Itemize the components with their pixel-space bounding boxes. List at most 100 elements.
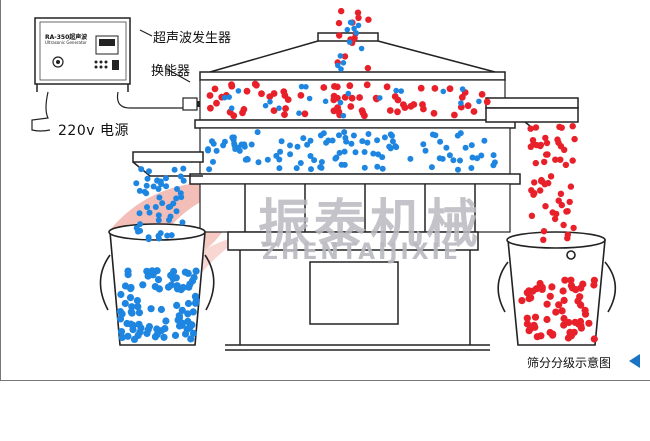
particle bbox=[393, 87, 400, 94]
particle bbox=[468, 142, 475, 149]
particle bbox=[540, 236, 547, 243]
particle bbox=[562, 161, 570, 169]
particle bbox=[383, 83, 391, 91]
particle bbox=[308, 166, 314, 173]
particle bbox=[244, 155, 251, 162]
particle bbox=[254, 129, 261, 136]
particle bbox=[529, 137, 537, 144]
particle bbox=[209, 138, 215, 145]
particle bbox=[205, 146, 211, 153]
particle bbox=[296, 110, 302, 116]
particle bbox=[347, 103, 355, 110]
particle bbox=[180, 165, 187, 172]
particle bbox=[330, 92, 338, 100]
particle bbox=[185, 283, 193, 291]
particle bbox=[561, 276, 569, 284]
particle bbox=[407, 155, 414, 162]
particle bbox=[178, 306, 186, 314]
particle bbox=[553, 210, 560, 218]
particle bbox=[239, 109, 246, 117]
particle bbox=[336, 132, 342, 139]
particle bbox=[458, 100, 464, 106]
particle bbox=[518, 297, 526, 305]
particle bbox=[264, 156, 271, 163]
particle bbox=[235, 88, 242, 94]
particle bbox=[177, 286, 185, 294]
generator-subtitle: Ultrasonic Generator bbox=[45, 40, 87, 45]
particle bbox=[451, 111, 458, 119]
particle bbox=[171, 331, 180, 339]
particle bbox=[381, 134, 388, 141]
particle bbox=[377, 95, 383, 101]
particle bbox=[221, 94, 228, 101]
particle bbox=[398, 88, 405, 94]
particle bbox=[446, 85, 454, 93]
particle bbox=[336, 32, 343, 39]
particle bbox=[322, 98, 329, 105]
particle bbox=[348, 94, 356, 102]
particle bbox=[560, 296, 568, 304]
particle bbox=[173, 195, 180, 202]
particle bbox=[155, 186, 162, 192]
particle bbox=[118, 333, 126, 341]
lower-screen-deck bbox=[189, 173, 521, 233]
ultrasonic-generator bbox=[34, 17, 131, 92]
particle bbox=[420, 141, 427, 148]
particle bbox=[348, 140, 355, 147]
particle bbox=[430, 109, 438, 117]
particle bbox=[417, 84, 425, 92]
wires bbox=[31, 29, 191, 132]
particle bbox=[128, 303, 136, 311]
particle bbox=[481, 137, 488, 144]
particle bbox=[144, 326, 152, 334]
particle bbox=[143, 182, 150, 189]
particle bbox=[365, 16, 372, 23]
generator-label: 超声波发生器 bbox=[153, 31, 232, 46]
particle bbox=[116, 308, 124, 316]
particle bbox=[555, 301, 563, 309]
particle bbox=[137, 227, 144, 234]
particle bbox=[184, 299, 193, 308]
particle bbox=[490, 152, 497, 159]
particle bbox=[297, 160, 304, 166]
coarse-particles bbox=[206, 7, 599, 343]
particle bbox=[116, 315, 125, 323]
particle bbox=[162, 317, 170, 325]
particle bbox=[543, 300, 551, 308]
particle bbox=[174, 186, 180, 192]
particle bbox=[181, 330, 190, 338]
particle bbox=[278, 138, 285, 145]
particle bbox=[301, 110, 309, 118]
particle bbox=[527, 294, 535, 302]
particle bbox=[557, 190, 565, 197]
particle bbox=[297, 92, 305, 99]
particle bbox=[181, 268, 189, 276]
particle bbox=[531, 313, 540, 321]
particle bbox=[184, 310, 192, 318]
particle bbox=[590, 335, 598, 343]
particle bbox=[436, 155, 443, 162]
particle bbox=[446, 152, 453, 159]
particle bbox=[548, 283, 556, 291]
particle bbox=[547, 173, 555, 180]
particle bbox=[455, 166, 461, 173]
particle bbox=[270, 90, 278, 97]
particle bbox=[168, 232, 175, 239]
generator-model-label: RA-350超声波 bbox=[45, 34, 88, 41]
particle bbox=[228, 105, 235, 111]
particle bbox=[135, 309, 143, 317]
particle bbox=[338, 66, 344, 72]
particle bbox=[190, 273, 198, 282]
particle bbox=[459, 86, 466, 92]
particle bbox=[262, 102, 269, 109]
particle bbox=[126, 294, 135, 302]
particle bbox=[187, 335, 195, 343]
play-left-icon[interactable] bbox=[629, 354, 640, 368]
particle bbox=[293, 165, 300, 172]
particle bbox=[117, 328, 126, 336]
particle bbox=[153, 330, 161, 338]
particle bbox=[146, 168, 152, 175]
particle bbox=[551, 215, 559, 223]
particle bbox=[134, 303, 142, 311]
